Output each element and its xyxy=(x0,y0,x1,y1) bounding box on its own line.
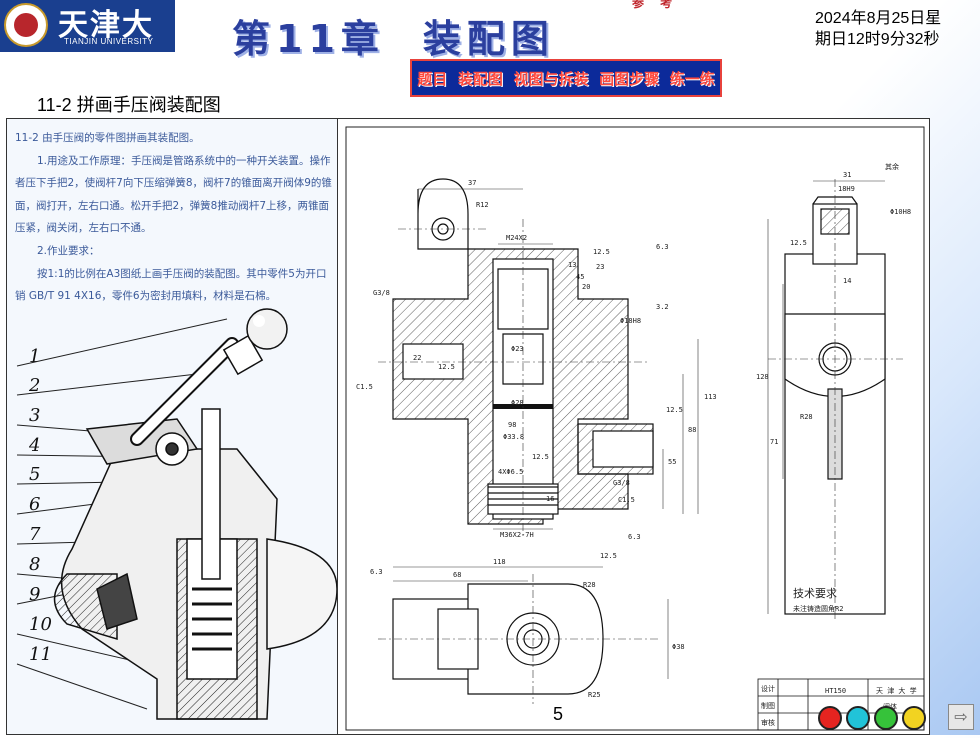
dim-45: 45 xyxy=(576,273,584,281)
dim-roughness-4: 3.2 xyxy=(656,303,669,311)
next-arrow-button[interactable]: ⇨ xyxy=(948,704,974,730)
dim-d23: Φ23 xyxy=(511,345,524,353)
dim-roughness-6: 12.5 xyxy=(532,453,549,461)
chapter-topic: 装配图 xyxy=(422,17,555,61)
dim-d28: Φ28 xyxy=(511,399,524,407)
part-label-5: 5 xyxy=(29,464,40,485)
part-drawing-panel: 37 R12 M24X2 12.5 6.3 G3/8 Φ23 12.5 Φ18H… xyxy=(338,119,929,734)
datetime-line1: 2024年8月25日星 xyxy=(815,10,942,27)
university-emblem-icon xyxy=(4,3,48,47)
dim-20: 20 xyxy=(582,283,590,291)
nav-item-topic[interactable]: 题目 xyxy=(417,69,448,88)
side-dim-71: 71 xyxy=(770,438,778,446)
task-panel: 11-2 由手压阀的零件图拼画其装配图。 1.用途及工作原理：手压阀是管路系统中… xyxy=(7,119,338,734)
side-dim-31: 31 xyxy=(843,171,851,179)
side-dim-18h9: 18H9 xyxy=(838,185,855,193)
side-dim-14: 14 xyxy=(843,277,851,285)
part-label-2: 2 xyxy=(28,375,40,396)
dim-d33: Φ33.8 xyxy=(503,433,524,441)
dim-13: 13 xyxy=(568,261,576,269)
title-block-draw: 制图 xyxy=(761,701,775,710)
title-block-material: HT150 xyxy=(825,687,846,695)
part-label-6: 6 xyxy=(29,494,40,515)
yellow-dot-button[interactable] xyxy=(902,706,926,730)
datetime: 2024年8月25日星 期日12时9分32秒 xyxy=(815,8,941,50)
task-title: 11-2 由手压阀的零件图拼画其装配图。 xyxy=(15,132,200,144)
task-text: 11-2 由手压阀的零件图拼画其装配图。 1.用途及工作原理：手压阀是管路系统中… xyxy=(15,127,335,308)
dim-16: 16 xyxy=(546,495,554,503)
cyan-dot-button[interactable] xyxy=(846,706,870,730)
nav-item-views[interactable]: 视图与拆装 xyxy=(513,69,589,88)
side-dim-d10h8: Φ10H8 xyxy=(890,208,911,216)
task-principle: 1.用途及工作原理：手压阀是管路系统中的一种开关装置。操作者压下手把2，使阀杆7… xyxy=(15,154,332,235)
dim-55: 55 xyxy=(668,458,676,466)
plan-dim-roughness: 6.3 xyxy=(370,568,383,576)
dim-roughness-5: 12.5 xyxy=(666,406,683,414)
chapter-number: 第11章 xyxy=(232,17,385,61)
dim-r12: R12 xyxy=(476,201,489,209)
dim-roughness-8: 6.3 xyxy=(628,533,641,541)
part-label-4: 4 xyxy=(28,435,40,456)
isometric-valve-drawing: 1 2 3 4 5 6 7 8 9 10 11 xyxy=(16,308,337,720)
page-number: 5 xyxy=(553,704,564,724)
nav-item-assembly[interactable]: 装配图 xyxy=(457,69,503,88)
side-dim-128: 128 xyxy=(756,373,769,381)
dim-98: 98 xyxy=(508,421,516,429)
task-requirement: 按1:1的比例在A3图纸上画手压阀的装配图。其中零件5为开口销 GB/T 91 … xyxy=(15,267,327,303)
plan-dim-68: 68 xyxy=(453,571,461,579)
valve-body-drawing: 37 R12 M24X2 12.5 6.3 G3/8 Φ23 12.5 Φ18H… xyxy=(345,126,925,731)
university-name: 天津大学 xyxy=(58,8,154,87)
part-label-7: 7 xyxy=(29,524,41,545)
dim-113: 113 xyxy=(704,393,717,401)
dim-c15-a: C1.5 xyxy=(356,383,373,391)
section-nav: 题目 装配图 视图与拆装 画图步骤 练一练 xyxy=(410,59,722,97)
dim-88: 88 xyxy=(688,426,696,434)
part-label-11: 11 xyxy=(29,644,52,665)
plan-dim-r25: R25 xyxy=(588,691,601,699)
dim-22: 22 xyxy=(413,354,421,362)
dim-roughness-1: 12.5 xyxy=(593,248,610,256)
university-logo: 天津大学 TIANJIN UNIVERSITY xyxy=(0,0,175,87)
plan-dim-r28: R28 xyxy=(583,581,596,589)
side-dim-rest: 其余 xyxy=(885,162,899,171)
dim-roughness-2: 6.3 xyxy=(656,243,669,251)
nav-item-steps[interactable]: 画图步骤 xyxy=(599,69,660,88)
dim-37: 37 xyxy=(468,179,476,187)
dim-d18h8: Φ18H8 xyxy=(620,317,641,325)
assembly-figure: 11-2 由手压阀的零件图拼画其装配图。 1.用途及工作原理：手压阀是管路系统中… xyxy=(6,118,930,735)
title-block-check: 审核 xyxy=(761,718,775,727)
reference-label: 参 考 xyxy=(632,0,679,10)
dim-roughness-7: 12.5 xyxy=(600,552,617,560)
tech-requirements-title: 技术要求 xyxy=(793,587,837,600)
university-name-en: TIANJIN UNIVERSITY xyxy=(64,37,154,46)
part-label-9: 9 xyxy=(29,584,40,605)
title-block-school: 天 津 大 学 xyxy=(876,686,917,695)
nav-dots xyxy=(818,706,926,730)
part-label-1: 1 xyxy=(29,346,40,367)
dim-g38: G3/8 xyxy=(373,289,390,297)
dim-g38-b: G3/8 xyxy=(613,479,630,487)
nav-item-practice[interactable]: 练一练 xyxy=(669,69,715,88)
dim-m24: M24X2 xyxy=(506,234,527,242)
part-label-8: 8 xyxy=(29,554,40,575)
part-label-3: 3 xyxy=(29,405,40,426)
title-block-design: 设计 xyxy=(761,684,775,693)
plan-dim-118: 118 xyxy=(493,558,506,566)
tech-requirements-text: 未注铸造圆角R2 xyxy=(793,604,843,613)
slide-subtitle: 11-2 拼画手压阀装配图 xyxy=(37,95,221,115)
dim-c15-b: C1.5 xyxy=(618,496,635,504)
part-label-10: 10 xyxy=(29,614,52,635)
side-dim-r28: R28 xyxy=(800,413,813,421)
datetime-line2: 期日12时9分32秒 xyxy=(815,31,940,48)
dim-roughness-3: 12.5 xyxy=(438,363,455,371)
red-dot-button[interactable] xyxy=(818,706,842,730)
side-dim-roughness: 12.5 xyxy=(790,239,807,247)
dim-23: 23 xyxy=(596,263,604,271)
task-requirement-heading: 2.作业要求： xyxy=(37,244,100,257)
chapter-title: 第11章装配图 xyxy=(232,8,555,63)
plan-dim-d38: Φ38 xyxy=(672,643,685,651)
dim-4xd65: 4XΦ6.5 xyxy=(498,468,523,476)
green-dot-button[interactable] xyxy=(874,706,898,730)
dim-m36: M36X2-7H xyxy=(500,531,534,539)
